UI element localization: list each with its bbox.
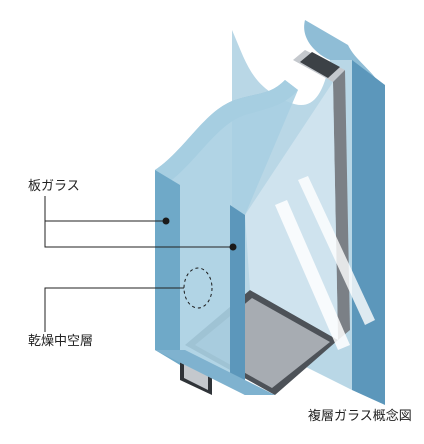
reflection-streak-2 [298,176,375,325]
front-pane-face [155,80,298,395]
front-pane-side [230,205,245,395]
spacer-frame-top-shadow [300,52,340,78]
leader-line-flat-glass-2 [44,221,233,248]
air-layer-marker [183,267,213,309]
front-pane-bottom [155,350,275,395]
front-pane-edge [155,170,180,365]
caption: 複層ガラス概念図 [308,409,412,424]
label-dry-air-layer: 乾燥中空層 [28,334,94,349]
reflection-streak-1 [275,200,350,350]
back-pane-side [352,60,385,405]
leader-line-flat-glass-1 [44,196,166,222]
label-flat-glass: 板ガラス [28,179,80,194]
leader-dot-back-pane [229,243,237,251]
leader-dot-front-pane [162,217,170,225]
leader-line-air-layer [44,287,184,332]
